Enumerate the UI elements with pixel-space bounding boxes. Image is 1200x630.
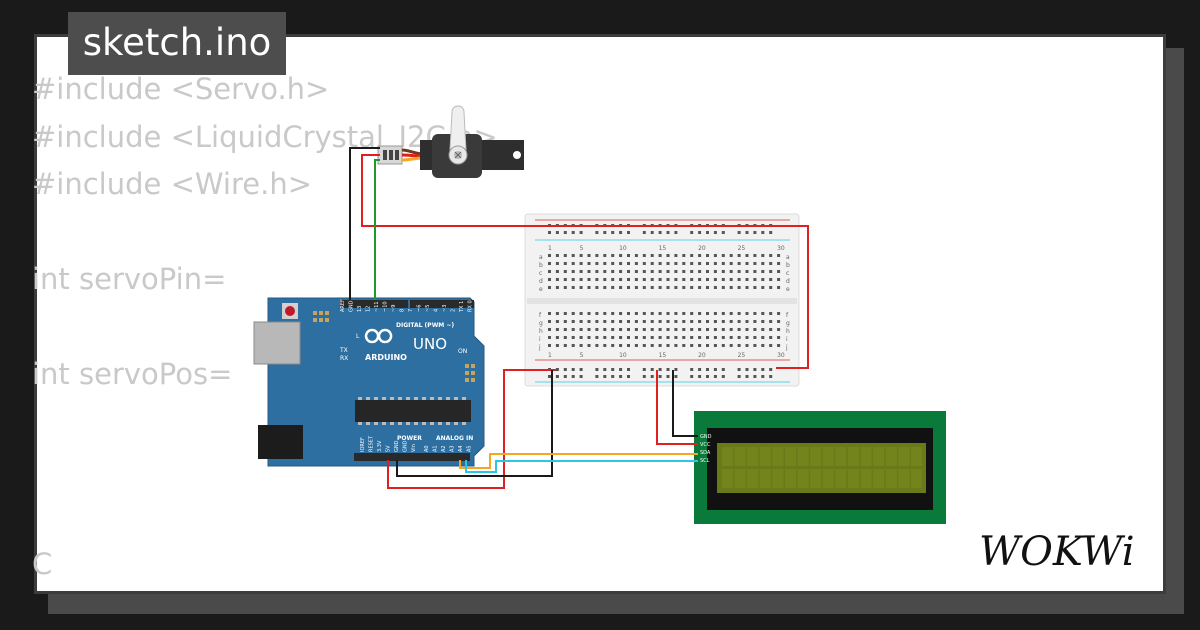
bb-row-letter: a <box>786 254 790 261</box>
code-line: int servoPin= <box>32 262 227 296</box>
digital-pin-label: 13 <box>357 306 363 312</box>
file-tab[interactable]: sketch.ino <box>68 12 286 75</box>
bb-row-letter: f <box>539 312 542 319</box>
bb-row-letter: c <box>786 270 789 277</box>
bb-column-number: 1 <box>548 245 552 252</box>
bb-column-number: 20 <box>698 352 706 359</box>
power-analog-pin-label: 5V <box>386 445 392 452</box>
servo-motor[interactable] <box>377 105 524 178</box>
power-analog-pin-label: A1 <box>433 445 439 452</box>
bb-row-letter: j <box>538 344 541 351</box>
arduino-uno-board[interactable]: DIGITAL (PWM ~) ARDUINO UNO ON L TX RX P… <box>253 297 485 467</box>
wokwi-logo-text: WOKWi <box>979 529 1135 575</box>
bb-column-number: 5 <box>580 352 584 359</box>
bb-column-number: 30 <box>777 352 785 359</box>
digital-pin-label: ~5 <box>425 305 431 312</box>
bb-column-number: 25 <box>738 352 746 359</box>
bb-column-number: 10 <box>619 245 627 252</box>
bb-column-number: 1 <box>548 352 552 359</box>
bb-row-letter: c <box>539 270 542 277</box>
arduino-logo-icon <box>364 328 393 344</box>
bb-column-number: 30 <box>777 245 785 252</box>
lcd-pin-vcc: VCC <box>700 442 711 448</box>
digital-pin-label: TX 1 <box>459 301 465 313</box>
digital-pin-label: 8 <box>400 309 406 312</box>
bb-column-number: 10 <box>619 352 627 359</box>
power-analog-pin-label: 3.3V <box>377 440 383 452</box>
analog-label: ANALOG IN <box>436 435 473 442</box>
digital-pin-label: ~3 <box>442 305 448 312</box>
bb-row-letter: f <box>786 312 789 319</box>
power-analog-pin-label: A5 <box>467 445 473 452</box>
digital-pin-label: GND <box>349 300 355 312</box>
code-preview: #include <Servo.h>#include <LiquidCrysta… <box>32 66 498 589</box>
code-line: #include <Servo.h> <box>32 72 330 106</box>
bb-column-number: 15 <box>659 245 667 252</box>
digital-pin-label: ~11 <box>374 301 380 312</box>
digital-pin-label: AREF <box>340 299 346 312</box>
digital-pin-label: ~10 <box>383 301 389 312</box>
bb-row-letter: d <box>539 278 543 285</box>
bb-row-letter: b <box>539 262 543 269</box>
digital-pin-label: 2 <box>451 309 457 312</box>
digital-pin-label: RX 0 <box>468 300 474 312</box>
bb-row-letter: g <box>786 320 790 327</box>
wokwi-logo: WOKWi <box>975 525 1155 579</box>
bb-column-number: 20 <box>698 245 706 252</box>
digital-pin-label: ~9 <box>391 305 397 312</box>
lcd-pin-gnd: GND <box>700 434 712 440</box>
digital-label: DIGITAL (PWM ~) <box>396 322 454 329</box>
power-analog-pin-label: IOREF <box>360 437 366 452</box>
bb-row-letter: e <box>786 286 790 293</box>
usb-port <box>253 321 301 365</box>
power-analog-pin-label: GND <box>403 440 409 452</box>
brand-label: ARDUINO <box>365 353 407 362</box>
lcd-pin-sda: SDA <box>700 450 711 456</box>
bb-column-number: 25 <box>738 245 746 252</box>
tx-label: TX <box>339 347 348 354</box>
power-jack <box>258 425 303 459</box>
bb-row-letter: e <box>539 286 543 293</box>
digital-pin-label: 7 <box>408 309 414 312</box>
bb-row-letter: j <box>785 344 788 351</box>
icsp-header <box>313 311 329 322</box>
bb-row-letter: i <box>786 336 788 343</box>
bb-column-number: 15 <box>659 352 667 359</box>
bb-row-letter: d <box>786 278 790 285</box>
code-line: C <box>32 547 53 581</box>
bb-row-letter: g <box>539 320 543 327</box>
bb-column-number: 5 <box>580 245 584 252</box>
power-analog-pin-label: RESET <box>369 435 375 452</box>
board-name: UNO <box>413 335 447 353</box>
digital-pin-label: 12 <box>366 306 372 312</box>
lcd-pin-scl: SCL <box>700 458 710 464</box>
bb-row-letter: b <box>786 262 790 269</box>
wires <box>349 147 809 489</box>
lcd-display[interactable]: GND VCC SDA SCL <box>694 411 946 524</box>
power-analog-pin-label: A4 <box>458 445 464 452</box>
bb-row-letter: h <box>539 328 543 335</box>
power-analog-pin-label: Vin <box>411 444 417 452</box>
power-analog-pin-label: GND <box>394 440 400 452</box>
bb-row-letter: a <box>539 254 543 261</box>
power-analog-pin-label: A3 <box>450 445 456 452</box>
rx-label: RX <box>340 355 348 362</box>
atmega-chip <box>355 400 471 422</box>
digital-pin-label: ~6 <box>417 305 423 312</box>
on-label: ON <box>458 348 467 355</box>
power-analog-pin-label: A2 <box>441 445 447 452</box>
code-line: int servoPos= <box>32 357 233 391</box>
power-analog-pin-label: A0 <box>424 445 430 452</box>
bb-row-letter: h <box>786 328 790 335</box>
bb-row-letter: i <box>539 336 541 343</box>
power-label: POWER <box>397 435 422 442</box>
digital-pin-label: 4 <box>434 309 440 312</box>
l-label: L <box>356 333 360 340</box>
code-line: #include <Wire.h> <box>32 167 313 201</box>
